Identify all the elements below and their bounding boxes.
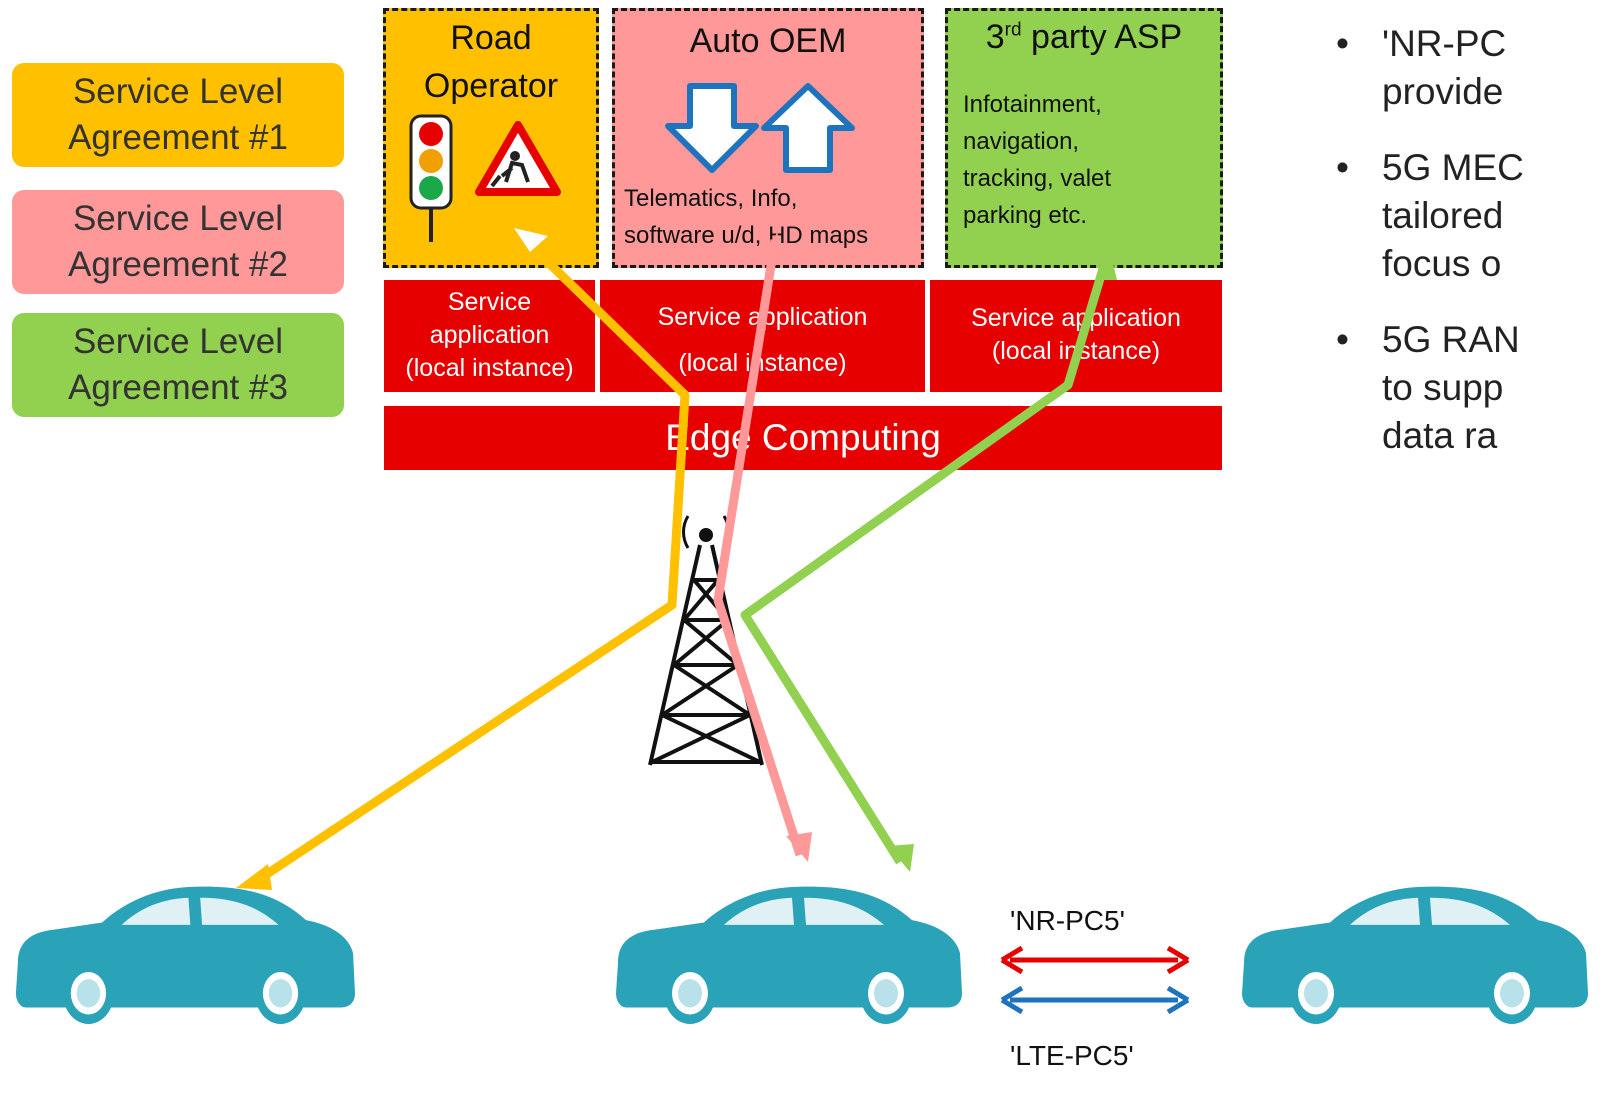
down-arrow-icon xyxy=(665,83,759,173)
service-2-line2: (local instance) xyxy=(678,349,847,377)
sla-2-line1: Service Level xyxy=(72,199,284,238)
third-party-title-sup: rd xyxy=(1004,19,1022,41)
sla-1-line1: Service Level xyxy=(72,72,284,111)
sla-box-2: Service Level Agreement #2 xyxy=(12,190,344,294)
third-party-title-prefix: 3 xyxy=(985,18,1005,56)
edge-computing-bar: Edge Computing xyxy=(384,406,1222,470)
up-arrow-icon xyxy=(761,83,855,173)
traffic-light-icon xyxy=(409,114,453,242)
roadworks-sign-icon xyxy=(475,121,561,196)
bullet-dot: • xyxy=(1336,23,1349,64)
service-1-line2: application xyxy=(429,321,550,349)
third-party-title-rest: party ASP xyxy=(1031,18,1183,56)
third-party-desc-4: parking etc. xyxy=(963,202,1088,229)
bullet-dot: • xyxy=(1336,147,1349,188)
bullet-3-line1: 5G RAN xyxy=(1382,319,1520,360)
service-3-line1: Service application xyxy=(971,304,1181,332)
bullet-dot: • xyxy=(1336,319,1349,360)
road-operator-title: Road Operator xyxy=(383,14,599,110)
bullet-2-line3: focus o xyxy=(1382,243,1502,284)
car-icon xyxy=(1242,886,1588,1024)
auto-oem-desc-line2: software u/d, HD maps xyxy=(624,222,869,249)
bullet-list: • 'NR-PC provide • 5G MEC tailored focus… xyxy=(1320,20,1601,488)
bullet-item-1: • 'NR-PC provide xyxy=(1320,20,1601,116)
third-party-description: Infotainment, navigation, tracking, vale… xyxy=(963,86,1111,234)
sla-box-3: Service Level Agreement #3 xyxy=(12,313,344,417)
sla2-connection-arrow xyxy=(713,232,812,862)
lte-pc5-arrow xyxy=(1000,985,1190,1015)
bullet-1-line1: 'NR-PC xyxy=(1382,23,1507,64)
road-operator-line1: Road xyxy=(450,19,532,57)
bullet-2-line1: 5G MEC xyxy=(1382,147,1524,188)
auto-oem-description: Telematics, Info, software u/d, HD maps xyxy=(624,180,868,254)
sla-box-1: Service Level Agreement #1 xyxy=(12,63,344,167)
third-party-desc-1: Infotainment, xyxy=(963,91,1102,118)
auto-oem-title: Auto OEM xyxy=(689,22,847,60)
cell-tower-icon xyxy=(648,515,764,766)
bullet-2-line2: tailored xyxy=(1382,195,1504,236)
third-party-desc-3: tracking, valet xyxy=(963,165,1112,192)
bullet-item-3: • 5G RAN to supp data ra xyxy=(1320,316,1601,460)
bullet-3-line2: to supp xyxy=(1382,367,1504,408)
third-party-asp-box xyxy=(945,8,1223,268)
nr-pc5-arrow xyxy=(1000,945,1190,975)
sla3-connection-arrow xyxy=(740,250,1117,872)
sla1-connection-arrow xyxy=(236,228,690,890)
third-party-asp-title: 3rd party ASP xyxy=(945,18,1223,57)
sla-3-line2: Agreement #3 xyxy=(68,368,288,407)
sla-2-line2: Agreement #2 xyxy=(68,245,288,284)
service-1-line3: (local instance) xyxy=(405,354,574,382)
bullet-item-2: • 5G MEC tailored focus o xyxy=(1320,144,1601,288)
bullet-3-line3: data ra xyxy=(1382,415,1498,456)
service-1-line1: Service xyxy=(447,288,532,316)
nr-pc5-label: 'NR-PC5' xyxy=(1010,905,1125,936)
service-application-1: Service application (local instance) xyxy=(384,280,595,392)
bullet-1-line2: provide xyxy=(1382,71,1504,112)
third-party-desc-2: navigation, xyxy=(963,128,1080,155)
lte-pc5-label: 'LTE-PC5' xyxy=(1010,1040,1134,1071)
car-icon xyxy=(15,886,355,1024)
sla-3-line1: Service Level xyxy=(72,322,284,361)
auto-oem-box xyxy=(612,8,924,268)
sla-1-line2: Agreement #1 xyxy=(68,118,288,157)
road-operator-line2: Operator xyxy=(423,67,559,105)
car-icon xyxy=(616,886,962,1024)
auto-oem-desc-line1: Telematics, Info, xyxy=(624,185,798,212)
